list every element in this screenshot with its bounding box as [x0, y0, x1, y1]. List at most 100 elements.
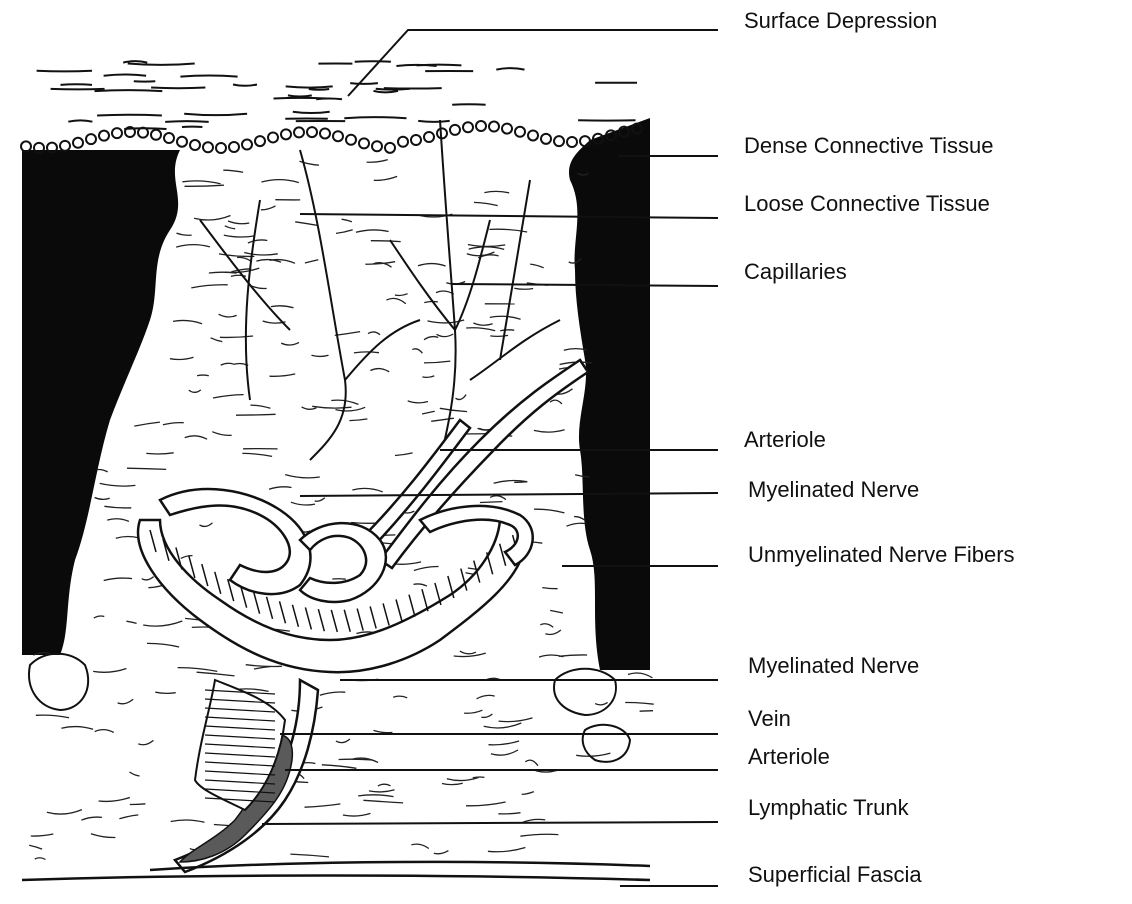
loose-fiber: [456, 395, 467, 400]
epithelial-cell: [21, 141, 31, 151]
loose-fiber: [220, 336, 253, 337]
label-arteriole-lower: Arteriole: [748, 746, 830, 768]
loose-fiber: [498, 813, 520, 814]
epithelial-cell: [60, 141, 70, 151]
loose-fiber: [246, 665, 282, 667]
loose-fiber: [281, 342, 299, 345]
loose-fiber: [315, 498, 325, 501]
leader-capillaries: [452, 284, 718, 286]
loose-fiber: [363, 800, 403, 803]
loose-fiber: [491, 750, 518, 755]
label-lymphatic-trunk: Lymphatic Trunk: [748, 797, 909, 819]
loose-fiber: [369, 790, 395, 792]
loose-fiber: [223, 170, 243, 172]
epithelial-cell: [476, 121, 486, 131]
loose-fiber: [628, 673, 652, 678]
loose-fiber: [336, 739, 350, 743]
epithelial-cell: [177, 137, 187, 147]
loose-fiber: [130, 772, 140, 776]
loose-fiber: [305, 260, 318, 263]
epithelial-cell: [333, 131, 343, 141]
loose-fiber: [353, 758, 378, 762]
hatch-line: [254, 592, 260, 614]
loose-fiber: [434, 851, 449, 854]
surface-fiber: [374, 91, 399, 92]
loose-fiber: [576, 753, 610, 756]
loose-fiber: [163, 423, 184, 425]
loose-fiber: [530, 264, 544, 268]
loose-fiber: [200, 523, 213, 527]
surface-fiber: [350, 83, 378, 84]
loose-fiber: [134, 422, 160, 426]
loose-fiber: [91, 834, 116, 838]
loose-fiber: [107, 519, 129, 522]
label-superficial-fascia: Superficial Fascia: [748, 864, 922, 886]
hatch-line: [383, 603, 389, 625]
loose-fiber: [178, 668, 218, 672]
loose-fiber: [567, 523, 586, 526]
loose-fiber: [116, 536, 140, 538]
loose-fiber: [126, 621, 136, 623]
loose-fiber: [545, 630, 561, 635]
loose-fiber: [94, 616, 105, 618]
loose-fiber: [414, 566, 439, 570]
epithelial-cell: [385, 143, 395, 153]
loose-fiber: [574, 517, 585, 520]
epithelial-cell: [255, 136, 265, 146]
loose-fiber: [224, 235, 255, 237]
loose-fiber: [127, 468, 166, 469]
loose-fiber: [47, 810, 82, 814]
epithelial-cell: [99, 131, 109, 141]
loose-fiber: [424, 337, 438, 340]
loose-fiber: [181, 556, 193, 559]
arteriole-upper-vessel: [360, 360, 588, 568]
hatch-line: [292, 605, 298, 627]
label-capillaries: Capillaries: [744, 261, 847, 283]
loose-fiber: [236, 414, 276, 415]
loose-fiber: [211, 338, 223, 342]
hatch-line: [267, 597, 273, 619]
surface-fiber: [151, 88, 205, 89]
loose-fiber: [146, 453, 173, 454]
loose-fiber: [262, 180, 299, 183]
epithelial-cell: [242, 140, 252, 150]
loose-fiber: [225, 226, 235, 229]
hatch-line: [396, 599, 402, 621]
loose-fiber: [237, 257, 251, 260]
loose-fiber: [393, 696, 407, 698]
hatch-line: [370, 606, 376, 628]
loose-fiber: [35, 858, 46, 860]
surface-fiber: [95, 90, 163, 91]
loose-fiber: [520, 834, 558, 836]
hatch-line: [409, 595, 415, 617]
loose-fiber: [197, 375, 209, 376]
loose-fiber: [271, 306, 294, 308]
loose-fiber: [171, 820, 205, 822]
loose-fiber: [142, 577, 154, 580]
loose-fiber: [343, 813, 371, 816]
loose-fiber: [270, 374, 296, 376]
loose-fiber: [418, 264, 446, 266]
surface-fiber: [274, 98, 328, 99]
surface-fiber: [233, 85, 257, 86]
label-myelinated-nerve-lower: Myelinated Nerve: [748, 655, 919, 677]
hatch-line: [318, 609, 324, 631]
epithelial-cell: [463, 122, 473, 132]
loose-fiber: [386, 298, 405, 303]
loose-fiber: [212, 432, 231, 436]
loose-fiber: [490, 316, 521, 319]
epithelial-cell: [398, 137, 408, 147]
loose-fiber: [336, 230, 353, 234]
loose-fiber: [500, 330, 514, 331]
loose-fiber: [374, 176, 397, 180]
epithelial-cell: [307, 127, 317, 137]
loose-fiber: [119, 815, 138, 819]
label-dense-connective-tissue: Dense Connective Tissue: [744, 135, 993, 157]
loose-fiber: [354, 352, 379, 353]
hatch-line: [280, 601, 286, 623]
loose-fiber: [481, 714, 492, 717]
loose-fiber: [525, 760, 538, 766]
capillary-network: [200, 120, 560, 460]
epithelial-cell: [281, 129, 291, 139]
surface-fiber: [128, 64, 195, 65]
